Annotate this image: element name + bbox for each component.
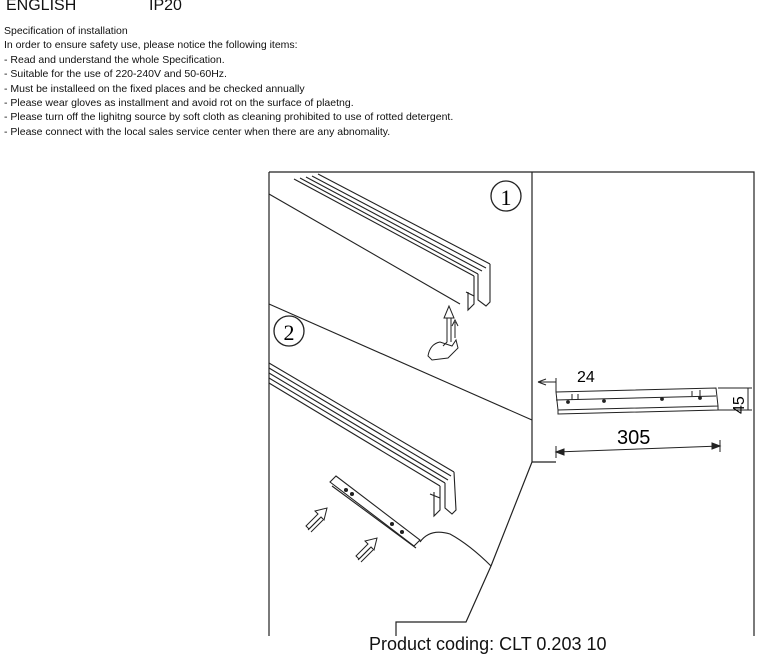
product-coding: Product coding: CLT 0.203 10	[369, 634, 607, 654]
spec-intro: In order to ensure safety use, please no…	[4, 39, 298, 52]
language-label: ENGLISH	[6, 0, 77, 14]
spec-item: - Please connect with the local sales se…	[4, 125, 391, 138]
hand-arrow-icon	[427, 304, 459, 361]
dimension-height-label: 45	[731, 396, 748, 414]
step1-badge: 1	[490, 180, 522, 212]
step2-badge: 2	[273, 315, 305, 347]
spec-item: - Please turn off the lighitng source by…	[4, 111, 454, 124]
spec-item: - Suitable for the use of 220-240V and 5…	[4, 68, 227, 81]
ip-rating: IP20	[149, 0, 182, 14]
dimension-drawing	[537, 378, 752, 458]
step1-profile	[268, 173, 533, 421]
dimension-width-label: 24	[577, 369, 595, 386]
push-arrow-icon	[355, 537, 378, 563]
spec-item: - Must be installeed on the fixed places…	[4, 82, 305, 95]
spec-item: - Please wear gloves as installment and …	[4, 97, 354, 110]
spec-item: - Read and understand the whole Specific…	[4, 53, 225, 66]
step1-number: 1	[501, 185, 512, 210]
step2-number: 2	[284, 320, 295, 345]
specification-text: Specification of installation In order t…	[4, 24, 604, 139]
push-arrow-icon	[305, 507, 328, 533]
step2-profile	[268, 362, 457, 518]
diagram-frame	[268, 171, 755, 636]
dimension-length-label: 305	[617, 427, 650, 449]
driver-module	[329, 475, 492, 567]
spec-title: Specification of installation	[4, 25, 128, 37]
